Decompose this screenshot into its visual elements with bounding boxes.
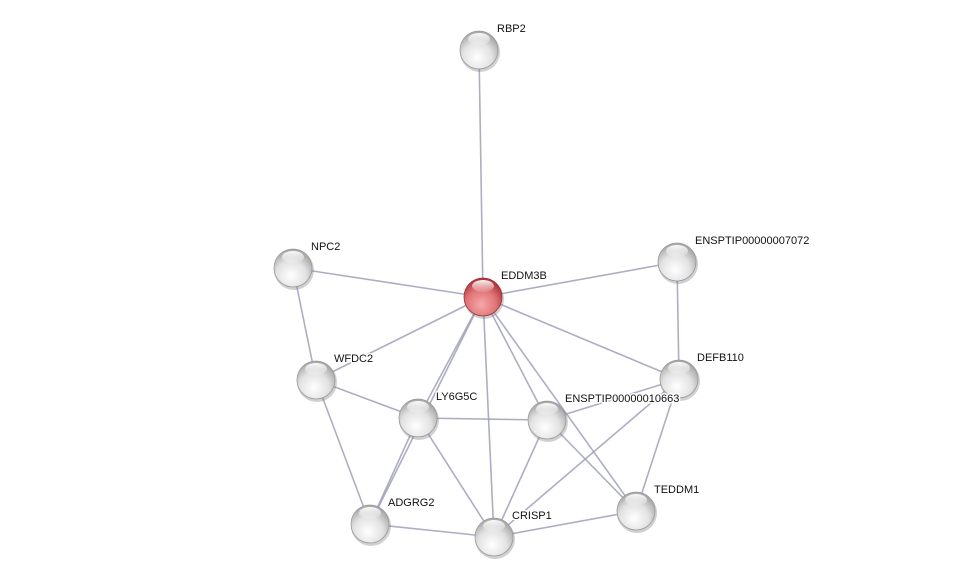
node-highlight xyxy=(668,362,690,374)
edge-npc2-eddm3b[interactable] xyxy=(292,267,484,298)
edge-rbp2-eddm3b[interactable] xyxy=(478,49,484,298)
node-highlight xyxy=(468,33,490,45)
node-highlight xyxy=(483,520,505,532)
node-highlight xyxy=(359,507,381,519)
edge-ensptip00000007072-defb110[interactable] xyxy=(676,261,680,380)
node-label: TEDDM1 xyxy=(654,484,699,496)
edge-eddm3b-teddm1[interactable] xyxy=(482,296,637,512)
node-label: LY6G5C xyxy=(436,391,477,403)
node-eddm3b[interactable]: EDDM3B xyxy=(463,269,548,319)
node-ensptip00000007072[interactable]: ENSPTIP00000007072 xyxy=(657,234,811,284)
node-teddm1[interactable]: TEDDM1 xyxy=(616,483,701,533)
edge-adgrg2-crisp1[interactable] xyxy=(369,523,495,538)
node-label: EDDM3B xyxy=(501,270,547,282)
node-highlight xyxy=(472,280,494,292)
edge-eddm3b-ensptip00000010663[interactable] xyxy=(482,296,548,421)
edge-ly6g5c-crisp1[interactable] xyxy=(417,417,495,538)
edge-ensptip00000010663-teddm1[interactable] xyxy=(546,419,637,512)
node-highlight xyxy=(282,251,304,263)
edge-crisp1-teddm1[interactable] xyxy=(493,510,637,538)
node-rbp2[interactable]: RBP2 xyxy=(459,22,527,72)
node-highlight xyxy=(625,494,647,506)
edge-ensptip00000010663-crisp1[interactable] xyxy=(493,419,548,538)
edge-ensptip00000010663-defb110[interactable] xyxy=(546,378,680,421)
edge-defb110-teddm1[interactable] xyxy=(635,378,680,512)
edge-eddm3b-ensptip00000007072[interactable] xyxy=(482,261,678,298)
node-label: DEFB110 xyxy=(697,352,744,364)
node-highlight xyxy=(305,363,327,375)
node-wfdc2[interactable]: WFDC2 xyxy=(296,352,375,402)
node-label: NPC2 xyxy=(311,241,340,253)
edge-eddm3b-defb110[interactable] xyxy=(482,296,680,380)
node-adgrg2[interactable]: ADGRG2 xyxy=(350,496,436,546)
edge-eddm3b-crisp1[interactable] xyxy=(482,296,495,538)
node-label: CRISP1 xyxy=(512,510,552,522)
node-label: ENSPTIP00000010663 xyxy=(565,393,679,405)
node-highlight xyxy=(536,403,558,415)
edge-defb110-crisp1[interactable] xyxy=(493,378,680,538)
edges-layer xyxy=(292,49,680,538)
node-ensptip00000010663[interactable]: ENSPTIP00000010663 xyxy=(527,392,681,442)
edge-ly6g5c-ensptip00000010663[interactable] xyxy=(417,417,548,421)
node-label: ENSPTIP00000007072 xyxy=(695,235,809,247)
edge-wfdc2-adgrg2[interactable] xyxy=(315,379,371,525)
node-ly6g5c[interactable]: LY6G5C xyxy=(398,390,479,440)
node-defb110[interactable]: DEFB110 xyxy=(659,351,745,401)
node-npc2[interactable]: NPC2 xyxy=(273,240,342,290)
node-label: RBP2 xyxy=(497,23,526,35)
node-crisp1[interactable]: CRISP1 xyxy=(474,509,553,559)
node-highlight xyxy=(666,245,688,257)
node-label: WFDC2 xyxy=(334,353,373,365)
edge-eddm3b-wfdc2[interactable] xyxy=(315,296,484,381)
node-label: ADGRG2 xyxy=(388,497,434,509)
node-highlight xyxy=(407,401,429,413)
